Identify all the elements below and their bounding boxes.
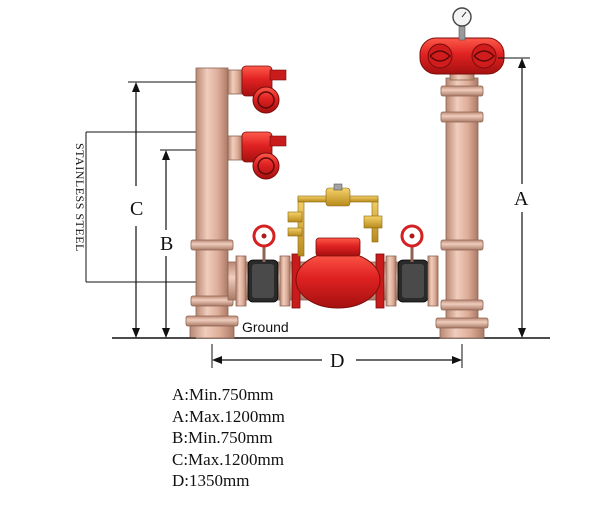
- spec-b-min: B:Min.750mm: [172, 428, 273, 447]
- dimension-c: [128, 81, 196, 339]
- right-standpipe: [435, 77, 489, 339]
- left-handwheel: [252, 224, 276, 262]
- brass-bypass-trim: [287, 183, 383, 257]
- spec-c-max: C:Max.1200mm: [172, 449, 284, 469]
- left-standpipe: [185, 67, 239, 339]
- dimension-c-label: C: [130, 198, 143, 220]
- stainless-steel-bracket: [85, 131, 196, 283]
- spec-a-max: A:Max.1200mm: [172, 406, 285, 426]
- spec-d: D:1350mm: [172, 471, 250, 490]
- dimension-a-label: A: [514, 188, 529, 210]
- siamese-inlet-head: [419, 25, 505, 81]
- lower-landing-valve: [227, 131, 287, 180]
- dimension-d: [211, 344, 463, 368]
- right-handwheel: [400, 224, 424, 262]
- dimension-a: [498, 57, 530, 338]
- dimension-spec-list: A:Min.750mm A:Max.1200mm B:Min.750mm C:M…: [172, 384, 285, 492]
- dimension-b: [160, 149, 196, 338]
- spec-a-min: A:Min.750mm: [172, 385, 274, 404]
- central-check-valve: [291, 237, 385, 309]
- ground-label: Ground: [242, 319, 289, 335]
- pressure-gauge-icon: [452, 7, 472, 27]
- stainless-steel-label: STAINLESS STEEL: [73, 143, 87, 252]
- upper-landing-valve: [227, 65, 287, 114]
- dimension-b-label: B: [160, 233, 173, 255]
- dimension-d-label: D: [330, 350, 344, 372]
